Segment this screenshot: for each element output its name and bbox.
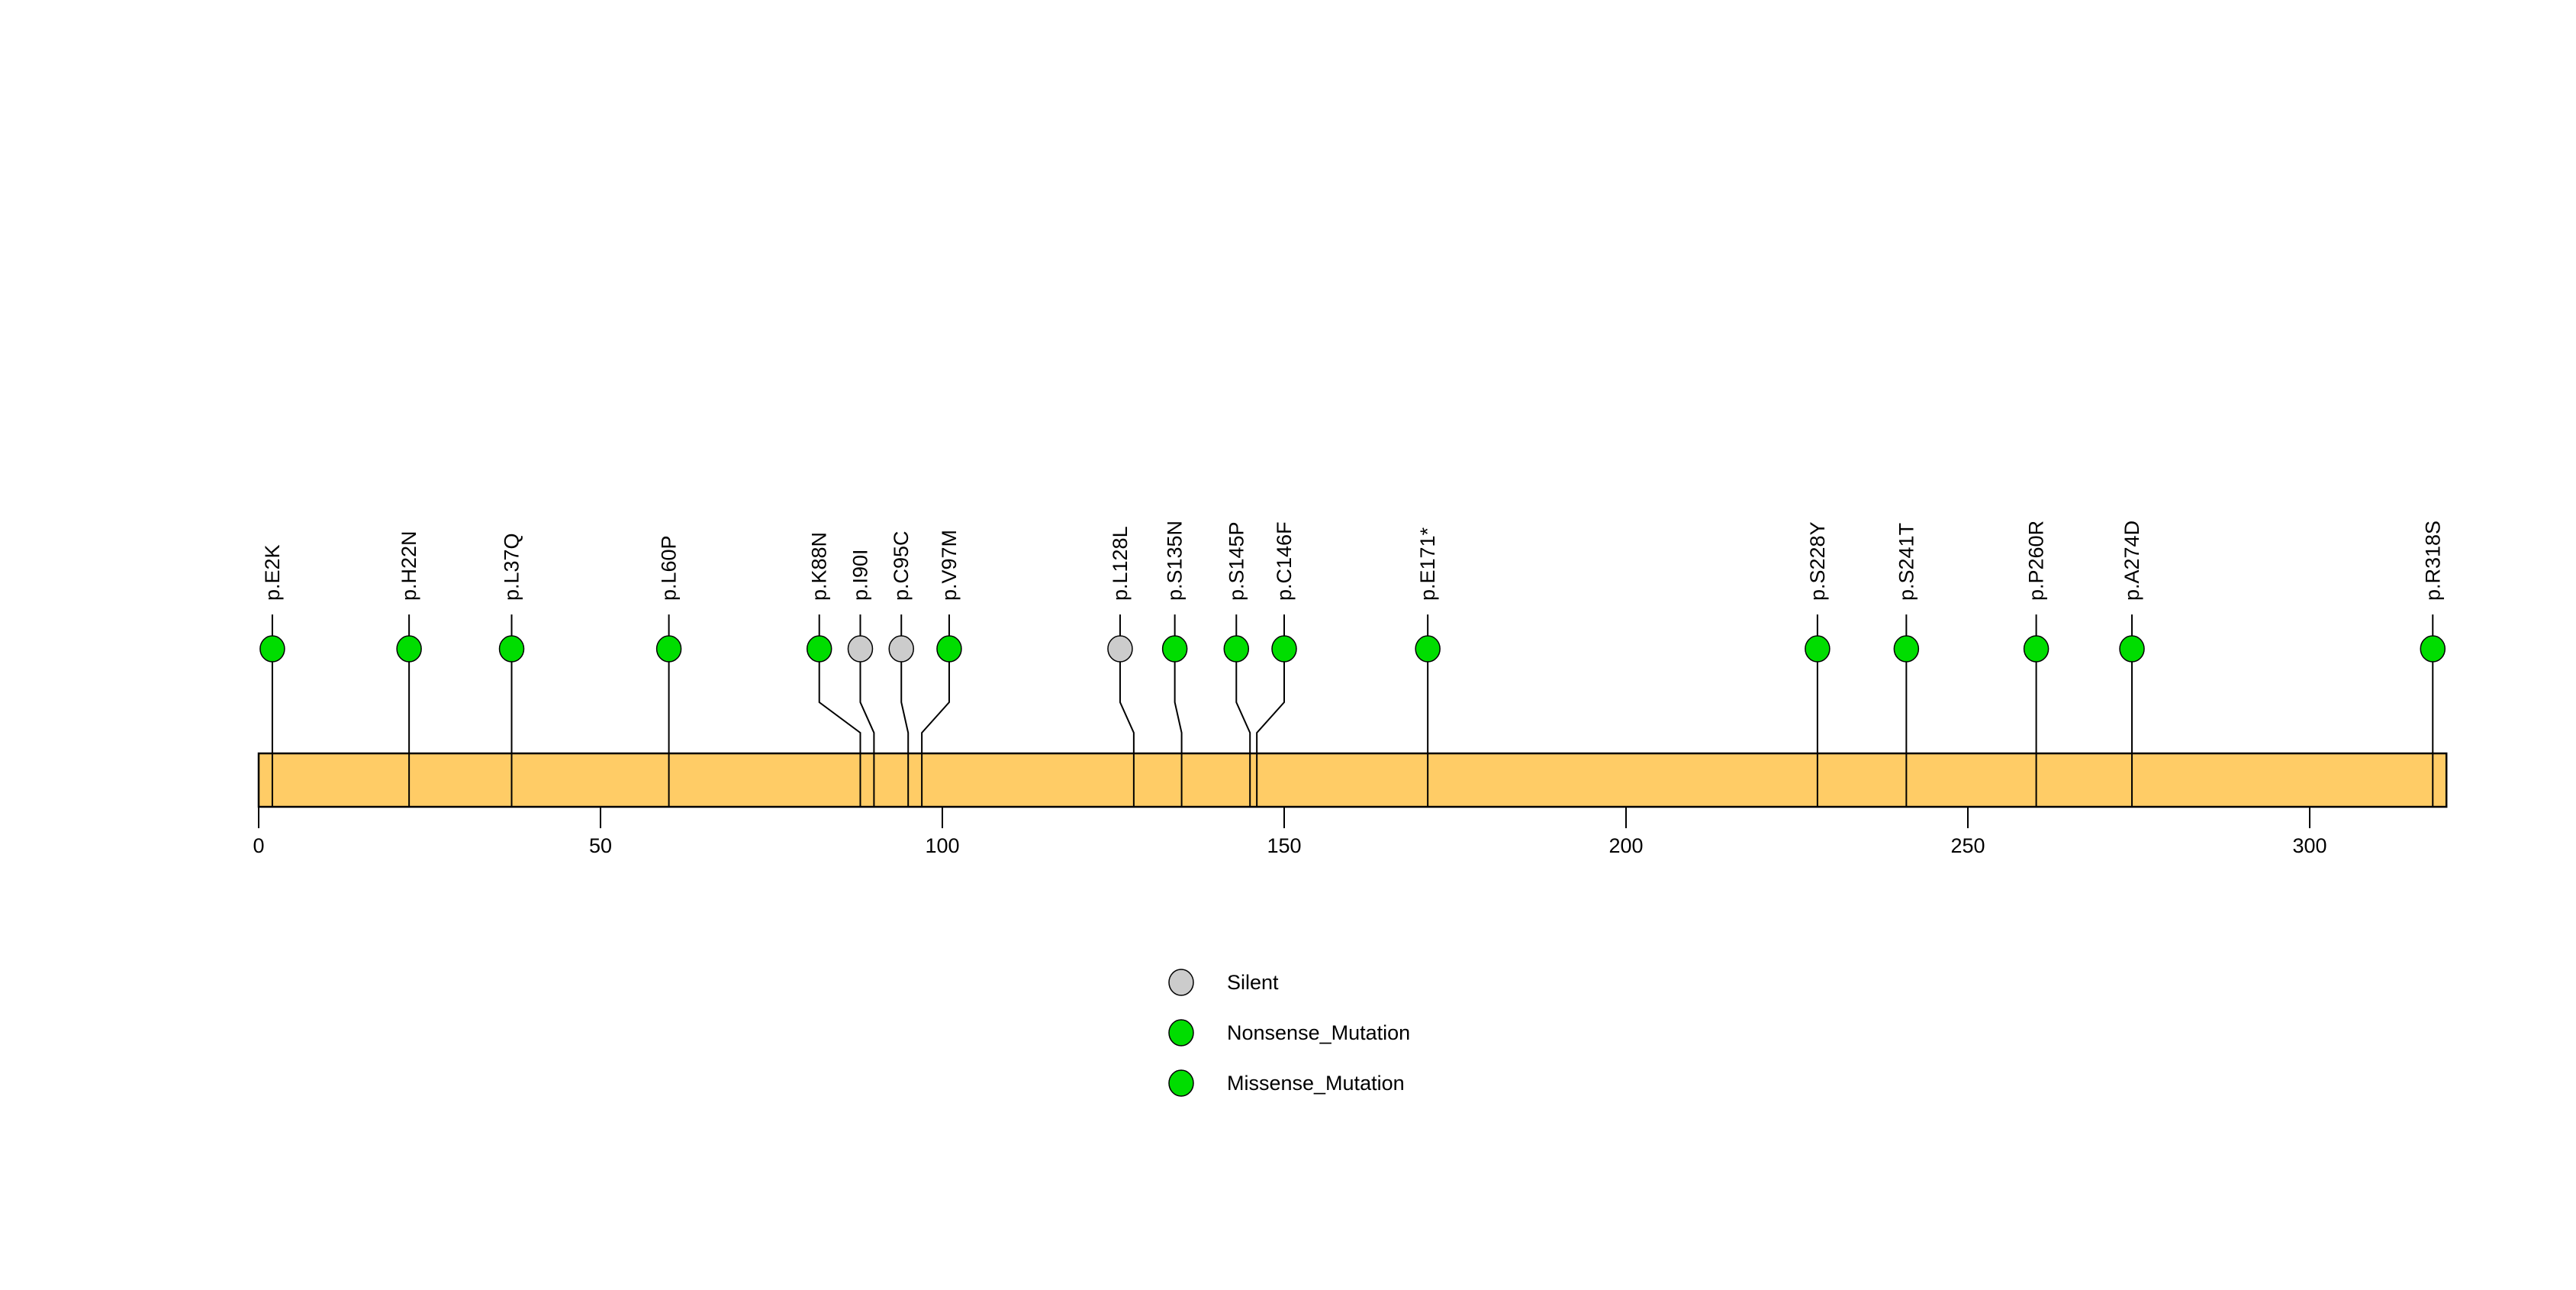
markers-layer (259, 635, 2446, 663)
legend-marker[interactable] (1168, 969, 1194, 996)
mutation-label: p.C95C (890, 531, 913, 601)
mutation-marker[interactable] (2420, 635, 2446, 663)
x-axis: 0 50 100 150 200 250 300 (253, 807, 2327, 857)
legend-marker[interactable] (1168, 1069, 1194, 1097)
mutation-label: p.L60P (658, 535, 681, 601)
x-axis-tick-label: 250 (1950, 834, 1985, 857)
mutation-marker[interactable] (1223, 635, 1250, 663)
mutation-label: p.V97M (938, 530, 961, 601)
mutation-label: p.A274D (2120, 521, 2143, 601)
mutation-label: p.L37Q (501, 533, 523, 601)
mutation-marker[interactable] (259, 635, 285, 663)
mutation-marker[interactable] (936, 635, 962, 663)
protein-bar-group (257, 752, 2448, 808)
mutation-marker[interactable] (1415, 635, 1441, 663)
mutation-marker[interactable] (888, 635, 914, 663)
x-axis-tick-label: 50 (589, 834, 612, 857)
legend-marker[interactable] (1168, 1019, 1194, 1047)
mutation-label: p.H22N (398, 531, 420, 601)
mutation-marker[interactable] (1161, 635, 1188, 663)
mutation-label: p.E2K (261, 544, 284, 601)
legend-label: Missense_Mutation (1227, 1072, 1405, 1095)
mutation-label: p.K88N (808, 532, 831, 601)
x-axis-tick-label: 200 (1608, 834, 1643, 857)
mutation-marker[interactable] (847, 635, 874, 663)
x-axis-tick-label: 100 (925, 834, 959, 857)
mutation-marker[interactable] (1271, 635, 1297, 663)
mutation-label: p.E171* (1416, 527, 1439, 601)
mutation-marker[interactable] (2023, 635, 2050, 663)
x-axis-tick-label: 150 (1267, 834, 1301, 857)
legend-label: Silent (1227, 971, 1279, 994)
mutation-label: p.I90I (848, 549, 871, 601)
mutation-label: p.C146F (1273, 521, 1296, 601)
protein-domain-bar (257, 752, 2448, 808)
mutation-label: p.S135N (1164, 521, 1187, 601)
mutation-marker[interactable] (1805, 635, 1831, 663)
mutation-label: p.S228Y (1806, 521, 1829, 601)
mutation-label: p.L128L (1109, 526, 1132, 601)
mutation-marker[interactable] (655, 635, 682, 663)
stems-over-bar-layer (271, 753, 2434, 807)
mutation-label: p.P260R (2025, 521, 2048, 601)
mutation-marker[interactable] (1893, 635, 1920, 663)
x-axis-tick-label: 300 (2292, 834, 2326, 857)
mutation-marker[interactable] (2119, 635, 2145, 663)
legend-label: Nonsense_Mutation (1227, 1021, 1410, 1044)
mutation-marker[interactable] (498, 635, 525, 663)
mutation-label: p.S241T (1895, 523, 1918, 601)
mutation-marker[interactable] (1107, 635, 1133, 663)
mutation-marker[interactable] (396, 635, 422, 663)
mutation-label: p.R318S (2421, 521, 2444, 601)
x-axis-tick-label: 0 (253, 834, 264, 857)
mutation-label: p.S145P (1225, 521, 1248, 601)
mutation-labels-layer: p.E2K p.H22N p.L37Q p.L60P p.K88N p.I90I p.C95… (261, 521, 2444, 601)
mutation-marker[interactable] (806, 635, 832, 663)
